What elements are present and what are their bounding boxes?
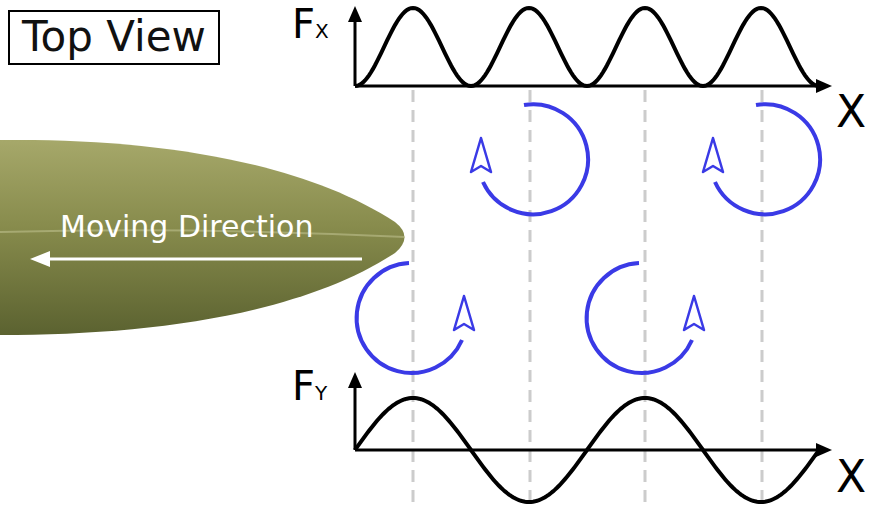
view-label-box: Top View <box>8 10 220 65</box>
axis-label: X <box>836 90 866 134</box>
axis-label: X <box>836 455 866 499</box>
guide-line <box>529 90 532 505</box>
force-curve <box>355 8 819 86</box>
vortex-arrows <box>357 104 820 373</box>
direction-label: Moving Direction <box>60 212 313 242</box>
direction-arrow <box>46 258 362 261</box>
axes <box>348 6 832 457</box>
view-label: Top View <box>22 14 206 60</box>
vortex <box>471 104 588 214</box>
fish-body <box>0 140 405 335</box>
direction-arrowhead <box>30 251 50 267</box>
axis-label: FY <box>292 366 327 406</box>
force-curve <box>355 398 819 502</box>
guide-line <box>644 90 647 505</box>
vortex <box>703 104 820 214</box>
guide-line <box>412 90 415 505</box>
vortex <box>587 263 704 373</box>
force-curves <box>355 8 819 502</box>
vortex <box>357 263 474 373</box>
guide-line <box>761 90 764 505</box>
axis-label: FX <box>292 4 329 44</box>
